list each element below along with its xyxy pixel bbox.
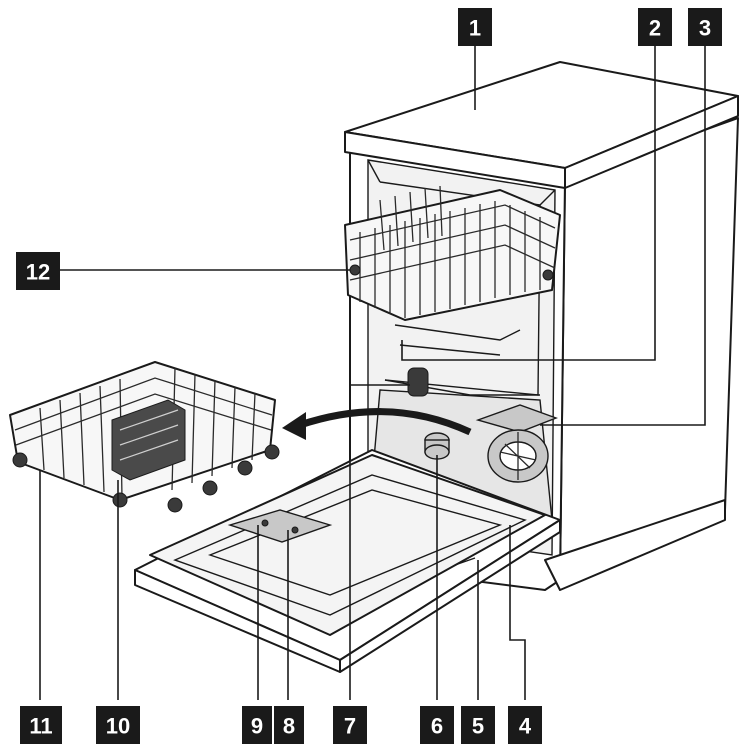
callout-10-label: 10 bbox=[106, 714, 130, 739]
leader-3 bbox=[540, 46, 706, 426]
callout-6-label: 6 bbox=[431, 714, 443, 739]
leader-2 bbox=[401, 46, 656, 361]
callout-12-label: 12 bbox=[26, 260, 50, 285]
callout-4: 4 bbox=[508, 706, 542, 744]
callout-7: 7 bbox=[333, 706, 367, 744]
callout-10: 10 bbox=[96, 706, 140, 744]
callout-1: 1 bbox=[458, 8, 492, 46]
dishwasher-door bbox=[134, 449, 561, 673]
callout-6: 6 bbox=[420, 706, 454, 744]
lower-basket bbox=[9, 361, 280, 513]
callout-9: 9 bbox=[242, 706, 272, 744]
callout-8-label: 8 bbox=[283, 714, 295, 739]
upper-basket bbox=[344, 185, 561, 341]
leader-4 bbox=[509, 525, 526, 700]
callout-1-label: 1 bbox=[469, 16, 481, 41]
callout-12: 12 bbox=[16, 252, 60, 290]
callout-8: 8 bbox=[274, 706, 304, 744]
callout-2-label: 2 bbox=[649, 16, 661, 41]
callout-11: 11 bbox=[20, 706, 62, 744]
callout-9-label: 9 bbox=[251, 714, 263, 739]
callout-5-label: 5 bbox=[472, 714, 484, 739]
callout-11-label: 11 bbox=[29, 714, 52, 739]
upper-spray-arm bbox=[399, 344, 501, 356]
leader-lines bbox=[39, 46, 706, 700]
tub-components bbox=[407, 367, 558, 483]
callout-3-label: 3 bbox=[699, 16, 711, 41]
direction-arrow bbox=[282, 408, 472, 440]
callout-5: 5 bbox=[461, 706, 495, 744]
callout-7-label: 7 bbox=[344, 714, 356, 739]
callout-4-label: 4 bbox=[519, 714, 532, 739]
callout-2: 2 bbox=[638, 8, 672, 46]
callout-3: 3 bbox=[688, 8, 722, 46]
